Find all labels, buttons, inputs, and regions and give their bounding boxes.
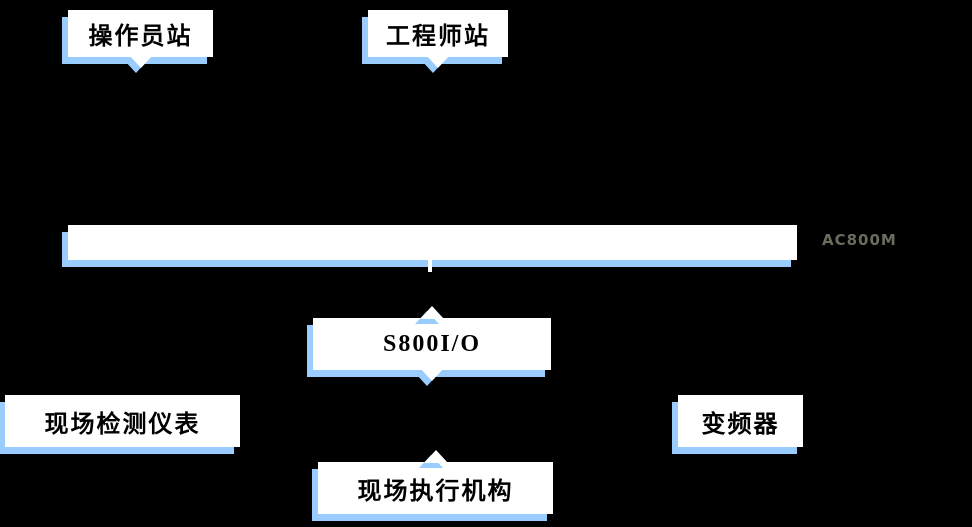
inverter-label: 变频器: [701, 411, 780, 438]
field-instruments-label: 现场检测仪表: [44, 411, 201, 438]
node-s800-io: S800I/O: [313, 306, 551, 386]
node-operator-station: 操作员站: [68, 10, 213, 73]
node-engineer-station: 工程师站: [368, 10, 508, 73]
notch-face: [426, 55, 450, 68]
engineer-station-label: 工程师站: [386, 24, 490, 50]
notch-face: [420, 306, 444, 319]
notch-face: [423, 450, 448, 463]
notch-face: [128, 55, 153, 68]
notch-face: [420, 368, 444, 381]
node-field-actuators: 现场执行机构: [318, 450, 553, 514]
connector-tick: [428, 259, 432, 272]
node-field-instruments: 现场检测仪表: [5, 395, 240, 447]
node-inverter: 变频器: [678, 395, 803, 447]
field-actuators-label: 现场执行机构: [357, 478, 514, 505]
operator-station-label: 操作员站: [88, 24, 193, 50]
bus-side-label: AC800M: [822, 231, 897, 249]
s800-io-label: S800I/O: [382, 330, 482, 357]
node-controller-bus: [68, 225, 797, 260]
